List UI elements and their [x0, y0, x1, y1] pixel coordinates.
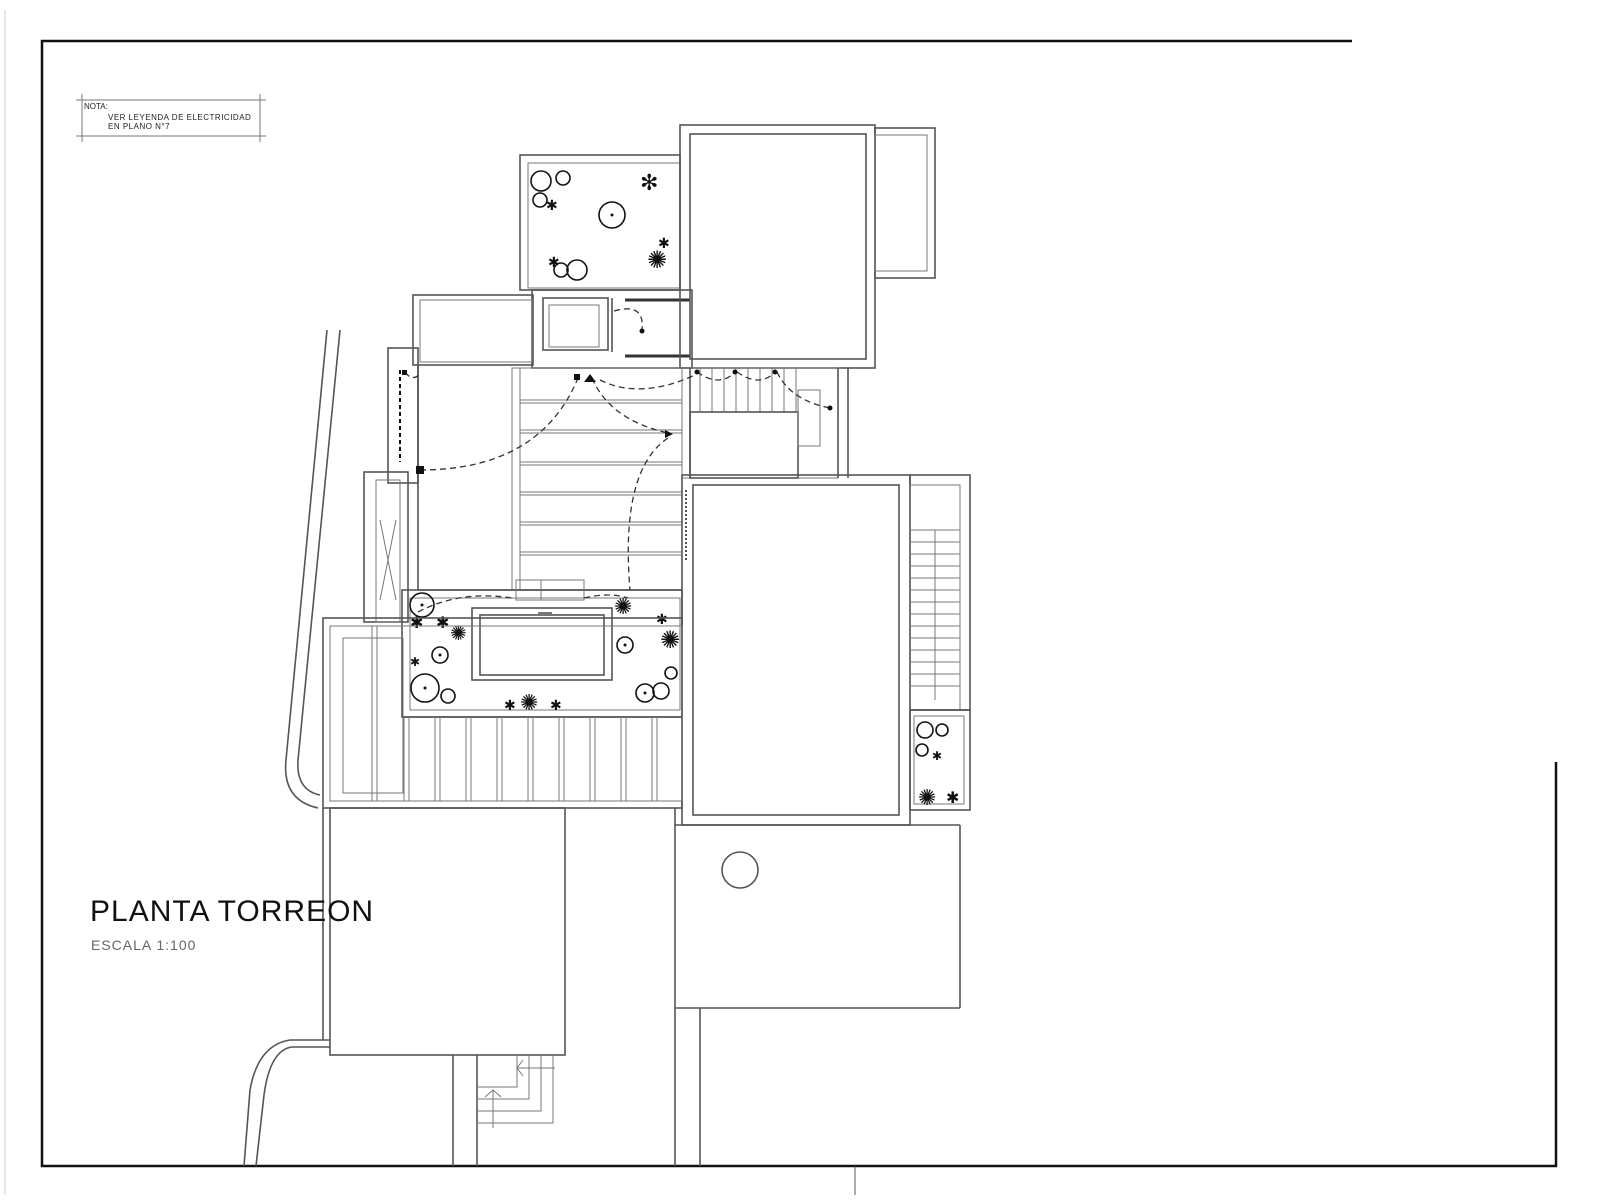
central-slatted-deck — [418, 367, 683, 591]
drawing-title: PLANTA TORREON — [90, 895, 375, 928]
svg-text:✱: ✱ — [548, 255, 560, 271]
north-planter: ✻ ✱ ✱ ✺ ✱ — [519, 154, 681, 291]
note-box-frame — [76, 94, 266, 142]
svg-text:✺: ✺ — [918, 786, 936, 811]
note-line-2: EN PLANO N°7 — [108, 122, 171, 131]
svg-text:✺: ✺ — [647, 246, 667, 274]
svg-text:✱: ✱ — [504, 698, 516, 714]
electrical-circuits — [402, 369, 833, 591]
svg-text:✺: ✺ — [660, 626, 680, 654]
east-roof-block — [681, 474, 911, 826]
svg-text:✱: ✱ — [546, 198, 558, 214]
lower-left-block — [322, 807, 566, 1056]
note-label: NOTA: — [84, 102, 108, 111]
stair-east — [681, 367, 849, 479]
note-box: NOTA: VER LEYENDA DE ELECTRICIDAD EN PLA… — [82, 100, 260, 136]
svg-text:✱: ✱ — [656, 612, 668, 628]
svg-text:✱: ✱ — [658, 236, 670, 252]
top-right-roof-block — [679, 124, 936, 369]
pergola-slats — [322, 617, 683, 809]
svg-text:✻: ✻ — [640, 171, 658, 196]
svg-text:✱: ✱ — [550, 698, 562, 714]
south-planter-with-skylight: ✱ ✺ ✱ ✱ ✺ ✱ ✱ ✺ ✺ ✱ — [401, 579, 683, 718]
west-terrace — [363, 294, 534, 623]
drawing-scale: ESCALA 1:100 — [91, 937, 197, 953]
svg-text:✱: ✱ — [436, 613, 449, 632]
sheet-border — [4, 10, 1558, 1195]
elevator-shaft — [531, 289, 693, 369]
curved-boundary-wall — [243, 329, 341, 1167]
svg-text:✱: ✱ — [932, 749, 942, 763]
svg-text:✺: ✺ — [520, 691, 538, 716]
svg-text:✱: ✱ — [410, 613, 423, 632]
svg-text:✺: ✺ — [614, 595, 632, 620]
east-stair-flight — [909, 474, 971, 711]
chimney-outlet — [721, 851, 759, 889]
entrance-steps — [452, 1055, 555, 1166]
svg-text:✱: ✱ — [946, 788, 959, 807]
lower-right-block — [674, 808, 961, 1166]
east-planter: ✱ ✺ ✱ — [909, 709, 971, 811]
note-line-1: VER LEYENDA DE ELECTRICIDAD — [108, 113, 252, 122]
svg-text:✺: ✺ — [450, 621, 467, 645]
svg-text:✱: ✱ — [410, 655, 420, 669]
